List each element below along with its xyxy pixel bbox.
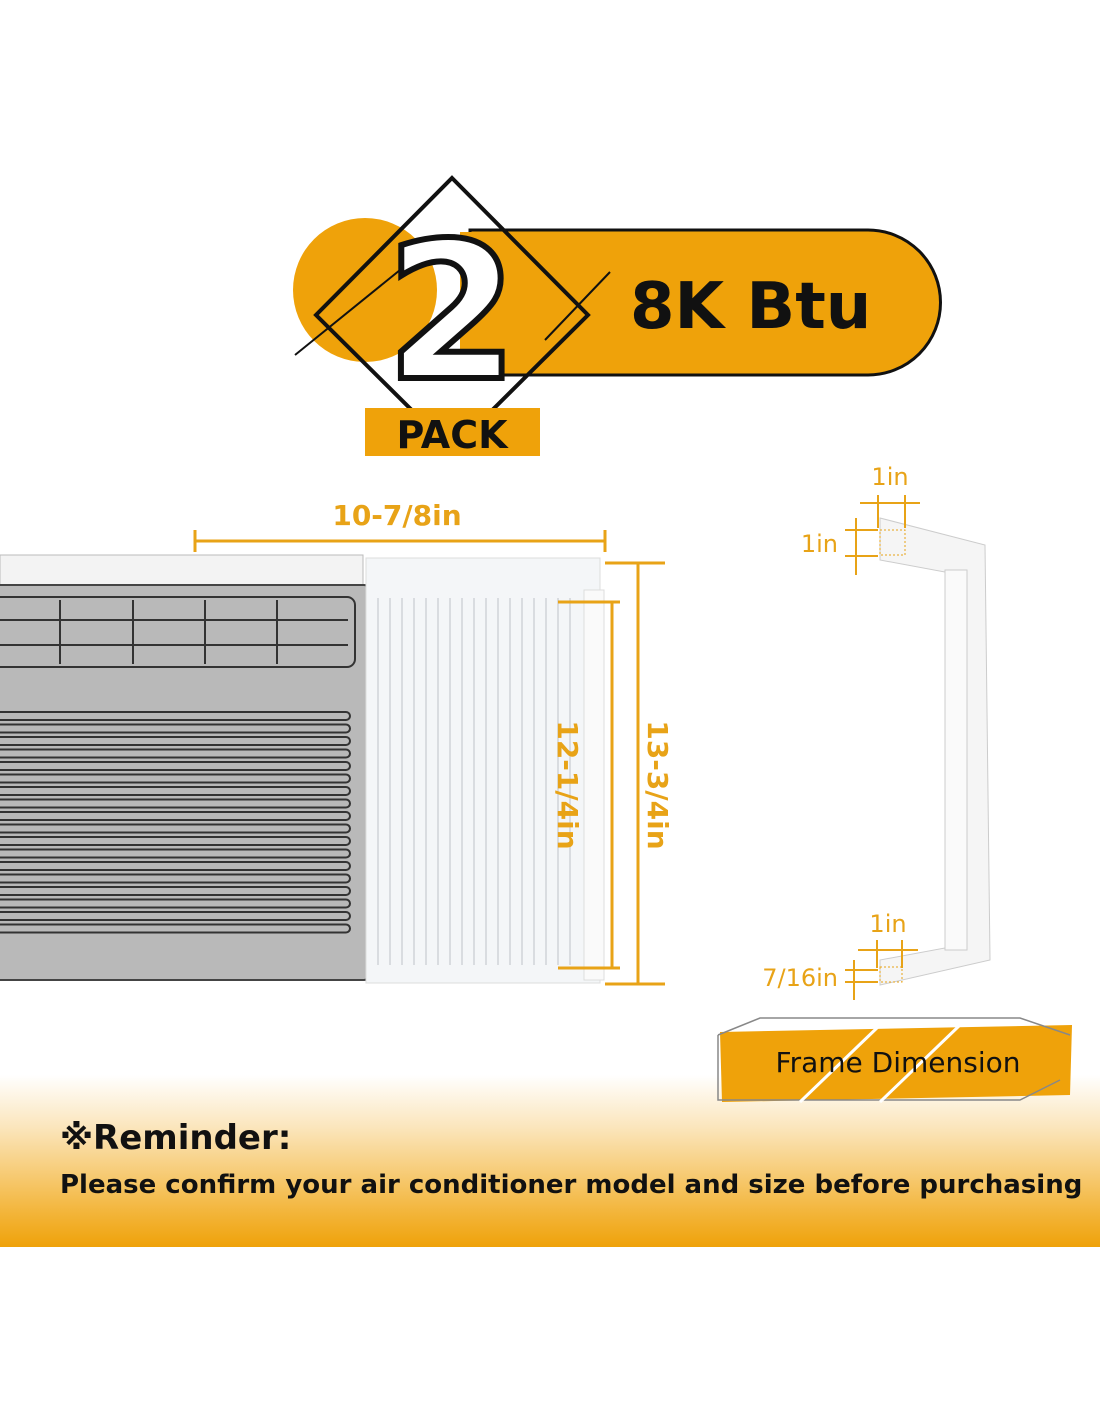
louver	[0, 911, 351, 921]
louver	[0, 923, 351, 934]
louver	[0, 748, 351, 759]
louver	[0, 861, 351, 871]
louver	[0, 836, 351, 846]
louver	[0, 736, 351, 746]
reminder-text: Please confirm your air conditioner mode…	[60, 1170, 1083, 1200]
frame-image	[879, 517, 991, 986]
louver	[0, 798, 351, 809]
frame-dimension-title: Frame Dimension	[776, 1046, 1021, 1079]
reminder-band	[0, 1075, 1100, 1247]
louver	[0, 823, 351, 834]
pack-badge: 2 PACK 8K Btu	[293, 175, 942, 457]
reminder-title: ※Reminder:	[60, 1118, 292, 1158]
louver	[0, 898, 351, 909]
air-conditioner-image	[0, 554, 371, 981]
louver	[0, 723, 351, 734]
frame-bottom-height-label: 7/16in	[762, 964, 838, 992]
panel-inner-height-label: 12-1/4in	[551, 720, 584, 849]
accordion-panel-image	[365, 557, 605, 984]
btu-label: 8K Btu	[630, 270, 871, 344]
louver	[0, 848, 351, 859]
frame-top-height-label: 1in	[801, 530, 838, 558]
frame-bottom-width-label: 1in	[869, 910, 906, 938]
louver	[0, 886, 351, 896]
frame-dimension-banner: Frame Dimension	[717, 1017, 1072, 1104]
louver	[0, 711, 351, 721]
panel-width-label: 10-7/8in	[332, 499, 461, 532]
pack-label: PACK	[396, 413, 509, 457]
louver	[0, 873, 351, 884]
louver	[0, 761, 351, 771]
louver	[0, 773, 351, 784]
louver	[0, 811, 351, 821]
pack-number: 2	[386, 202, 518, 423]
louver	[0, 786, 351, 796]
frame-top-width-label: 1in	[871, 463, 908, 491]
panel-outer-height-label: 13-3/4in	[641, 720, 674, 849]
